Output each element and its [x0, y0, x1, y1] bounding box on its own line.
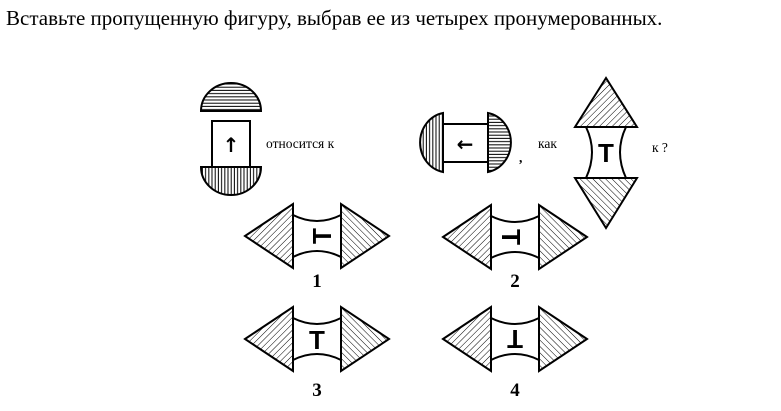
- as-label: как: [538, 136, 557, 151]
- option-1-number: 1: [312, 271, 322, 292]
- task-title: Вставьте пропущенную фигуру, выбрав ее и…: [6, 6, 663, 30]
- option-4-t-icon: T: [507, 324, 523, 354]
- option-3[interactable]: T 3: [244, 306, 390, 401]
- option-1-t-icon: T: [307, 228, 337, 244]
- question-label: к ?: [652, 140, 668, 155]
- option-4-number: 4: [510, 380, 520, 401]
- analogy-figure-c: T: [573, 76, 639, 230]
- analogy-figure-b: ←: [419, 111, 512, 174]
- option-3-number: 3: [312, 380, 322, 401]
- option-4[interactable]: T 4: [442, 306, 588, 401]
- option-2-t-icon: T: [496, 229, 526, 245]
- option-3-t-icon: T: [309, 325, 325, 355]
- up-arrow-icon: ↑: [223, 133, 240, 157]
- option-2-number: 2: [510, 271, 520, 292]
- t-letter-icon: T: [598, 138, 614, 168]
- relates-to-label: относится к: [266, 136, 335, 151]
- comma-label: ,: [519, 150, 522, 165]
- option-2[interactable]: T 2: [442, 204, 588, 292]
- option-1[interactable]: T 1: [244, 203, 390, 292]
- analogy-figure-a: ↑: [199, 82, 263, 196]
- left-arrow-icon: ←: [457, 132, 474, 156]
